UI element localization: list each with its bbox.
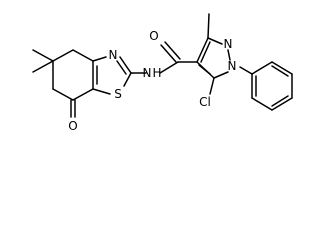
pyrazole-n2-label: N [224, 37, 233, 51]
bond [239, 66, 253, 75]
bond [92, 88, 111, 95]
methyl-bond [32, 60, 54, 73]
bond [207, 37, 223, 45]
bond [116, 60, 127, 75]
bond [213, 71, 229, 79]
bond [52, 88, 74, 101]
pyrazole-ring [196, 13, 253, 95]
ketone-oxygen-label: O [68, 119, 77, 133]
amide-hydrogen-label: H [152, 66, 161, 80]
bond [271, 97, 293, 111]
thiazole-sulfur-label: S [114, 87, 122, 101]
amide-nitrogen-label: N [143, 66, 152, 80]
bond [200, 41, 211, 63]
atom-labels: N S O N H O N N Cl [68, 29, 236, 133]
molecule-structure: N S O N H O N N Cl [32, 13, 293, 133]
bond [123, 72, 132, 87]
thiazole-nitrogen-label: N [109, 48, 118, 62]
methyl-bond [207, 13, 210, 39]
bond [227, 49, 231, 61]
thiazole-ring [92, 56, 132, 95]
bond [52, 49, 74, 62]
aromatic-bond [271, 95, 289, 107]
bond [159, 61, 179, 74]
amide-double-bond [164, 41, 181, 60]
bond [72, 88, 94, 101]
bond [119, 56, 132, 74]
cyclohexanone-ring [32, 49, 94, 118]
amide-linker [130, 41, 198, 74]
phenyl-ring [251, 61, 293, 111]
bond [271, 61, 293, 75]
bond [251, 61, 273, 75]
amide-oxygen-label: O [149, 29, 158, 43]
methyl-bond [32, 49, 54, 62]
bond [72, 49, 94, 62]
bond [196, 37, 209, 63]
chloro-bond [209, 77, 215, 95]
chlorine-label: Cl [199, 95, 211, 109]
bond [92, 56, 107, 62]
amide-double-bond [160, 44, 177, 63]
bond [198, 64, 211, 75]
bond [251, 97, 273, 111]
pyrazole-n1-label: N [228, 59, 237, 73]
aromatic-bond [271, 65, 289, 77]
